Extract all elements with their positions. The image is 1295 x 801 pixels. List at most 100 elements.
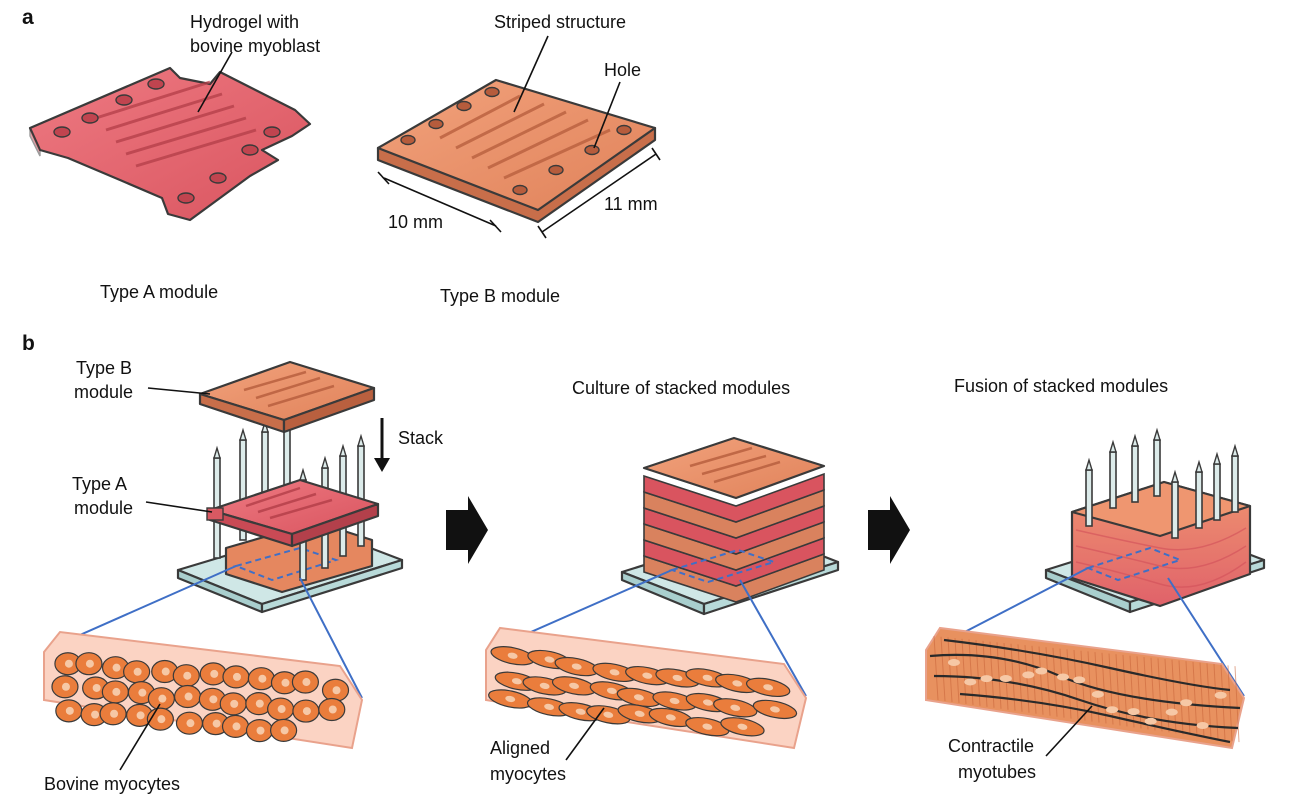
stacking-assembly-illustration	[176, 360, 404, 614]
cell-nucleus	[256, 726, 265, 735]
cell-nucleus	[112, 687, 121, 696]
cell-nucleus	[571, 663, 582, 670]
type-b-label-line1: Type B	[76, 358, 132, 378]
cell-nucleus	[255, 699, 264, 708]
hydrogel-leader-line	[197, 51, 233, 113]
panel-a-letter: a	[22, 6, 34, 29]
myotube-nucleus	[964, 678, 977, 686]
hole-leader-line	[593, 81, 621, 149]
cell-nucleus	[91, 710, 100, 719]
cell-nucleus	[763, 684, 774, 691]
cell-nucleus	[505, 695, 516, 703]
cell-nucleus	[277, 705, 286, 714]
cell-nucleus	[92, 683, 101, 692]
contractile-label-line2: myotubes	[958, 762, 1036, 782]
stack-arrow-icon	[374, 418, 390, 472]
bovine-myocytes-label: Bovine myocytes	[44, 774, 180, 794]
cell-nucleus	[212, 719, 221, 728]
cell-nucleus	[770, 706, 780, 713]
cell-nucleus	[136, 711, 145, 720]
hydrogel-label-line2: bovine myoblast	[190, 36, 320, 56]
cell-nucleus	[609, 669, 620, 676]
cell-nucleus	[544, 703, 555, 710]
myotube-nucleus	[1196, 722, 1209, 730]
myotube-nucleus	[1073, 676, 1086, 684]
type-a-leader-line	[145, 501, 213, 513]
depth-dimension-line	[537, 147, 661, 239]
cell-nucleus	[507, 652, 518, 659]
cell-nucleus	[702, 674, 713, 681]
cell-nucleus	[133, 667, 142, 676]
cell-nucleus	[603, 711, 614, 718]
cell-nucleus	[665, 714, 676, 721]
cell-nucleus	[575, 708, 586, 715]
type-a-label-line1: Type A	[72, 474, 127, 494]
width-dimension-line	[377, 171, 502, 233]
cell-nucleus	[302, 707, 311, 716]
cell-nucleus	[232, 672, 241, 681]
bovine-leader-line	[119, 703, 161, 771]
cell-nucleus	[158, 694, 167, 703]
aligned-label-line2: myocytes	[490, 764, 566, 784]
hole-label: Hole	[604, 60, 641, 80]
process-arrow-1	[446, 496, 488, 564]
width-dimension-label: 10 mm	[388, 212, 443, 232]
cell-nucleus	[732, 680, 743, 687]
cell-nucleus	[209, 695, 218, 704]
cell-nucleus	[157, 715, 166, 724]
cell-nucleus	[230, 699, 239, 708]
cell-nucleus	[606, 687, 617, 694]
cell-nucleus	[186, 719, 195, 728]
aligned-leader-line	[565, 707, 605, 761]
culture-title: Culture of stacked modules	[572, 378, 790, 398]
process-arrow-2	[868, 496, 910, 564]
cell-nucleus	[85, 659, 94, 668]
cell-nucleus	[702, 723, 713, 730]
contractile-leader-line	[1045, 705, 1093, 757]
myotube-nucleus	[1127, 708, 1140, 716]
cell-nucleus	[258, 674, 267, 683]
cell-nucleus	[633, 694, 644, 701]
cell-nucleus	[737, 723, 748, 730]
myotube-nucleus	[1035, 667, 1048, 675]
stack-label: Stack	[398, 428, 444, 448]
fusion-title: Fusion of stacked modules	[954, 376, 1168, 396]
cell-nucleus	[539, 682, 550, 690]
striped-leader-line	[513, 35, 549, 113]
cell-nucleus	[61, 682, 70, 691]
cell-nucleus	[511, 678, 522, 685]
hydrogel-label-line1: Hydrogel with	[190, 12, 299, 32]
myotube-nucleus	[1180, 699, 1193, 707]
cell-nucleus	[672, 674, 683, 682]
myotube-nucleus	[999, 675, 1012, 683]
depth-dimension-label: 11 mm	[604, 194, 658, 214]
aligned-myocytes-strip	[485, 626, 808, 750]
cell-nucleus	[280, 726, 289, 735]
myotube-nucleus	[947, 659, 960, 667]
fused-tissue-illustration	[1044, 427, 1266, 614]
striped-structure-label: Striped structure	[494, 12, 626, 32]
myotube-nucleus	[1165, 708, 1178, 716]
myotube-nucleus	[1214, 691, 1227, 699]
aligned-label-line1: Aligned	[490, 738, 550, 758]
cell-nucleus	[232, 722, 241, 731]
myotube-nucleus	[1144, 717, 1157, 725]
contractile-label-line1: Contractile	[948, 736, 1034, 756]
stacked-layer	[643, 472, 825, 523]
cell-nucleus	[544, 656, 555, 663]
cell-nucleus	[332, 686, 341, 695]
myotube-nucleus	[1022, 671, 1035, 679]
type-b-leader-line	[147, 387, 211, 395]
cell-nucleus	[634, 710, 645, 717]
cell-nucleus	[112, 663, 121, 672]
myotube-nucleus	[1106, 706, 1119, 714]
type-a-caption: Type A module	[100, 282, 218, 302]
type-a-module-illustration	[28, 66, 312, 222]
cell-nucleus	[210, 669, 219, 678]
contractile-myotubes-strip	[925, 626, 1246, 750]
cell-nucleus	[302, 678, 311, 687]
type-b-label-line2: module	[74, 382, 133, 402]
cell-nucleus	[281, 678, 290, 687]
cell-nucleus	[702, 699, 713, 706]
